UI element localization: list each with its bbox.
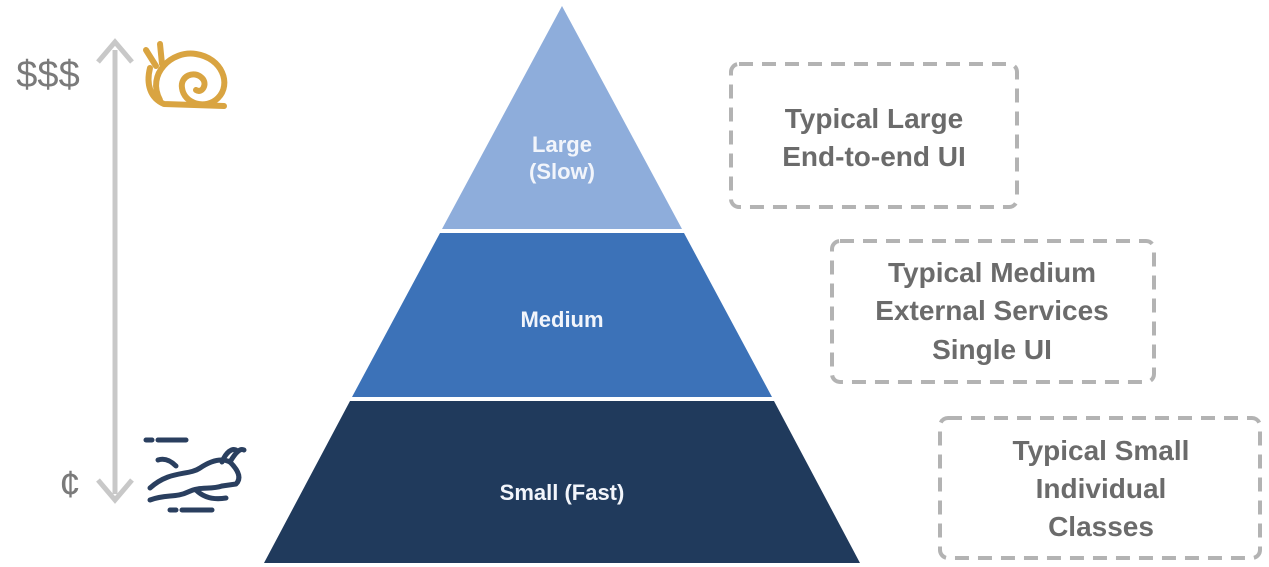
cost-arrow: [96, 38, 134, 504]
note-large: Typical Large End-to-end UI: [729, 62, 1019, 209]
tier-large-label-line1: Large: [532, 132, 592, 157]
note-medium-line2: External Services: [875, 295, 1109, 326]
snail-icon: [143, 41, 228, 109]
tier-small-label: Small (Fast): [500, 480, 625, 505]
tier-medium-label: Medium: [520, 307, 603, 332]
rabbit-icon: [143, 437, 247, 513]
cost-low-label: ¢: [59, 464, 80, 506]
pyramid-tier-large: [442, 6, 682, 229]
pyramid-tier-medium: [352, 233, 772, 397]
note-large-line1: Typical Large: [785, 103, 963, 134]
note-small-line3: Classes: [1048, 511, 1154, 542]
tier-large-label-line2: (Slow): [529, 159, 595, 184]
note-medium: Typical Medium External Services Single …: [830, 239, 1156, 384]
cost-high-label: $$$: [16, 54, 79, 96]
pyramid-tier-small: [264, 401, 860, 563]
note-medium-line1: Typical Medium: [888, 257, 1096, 288]
note-small: Typical Small Individual Classes: [938, 416, 1262, 560]
note-medium-line3: Single UI: [932, 334, 1052, 365]
note-small-line1: Typical Small: [1013, 435, 1190, 466]
note-small-line2: Individual: [1036, 473, 1167, 504]
note-large-line2: End-to-end UI: [782, 141, 966, 172]
